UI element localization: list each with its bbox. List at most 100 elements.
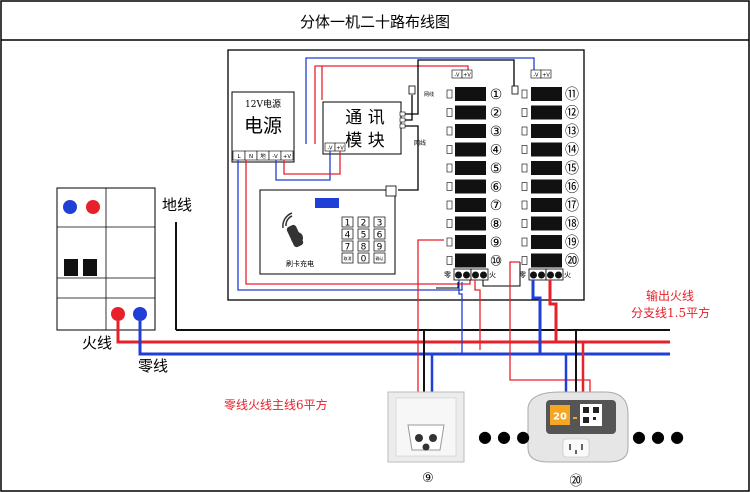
channel-indicator xyxy=(446,108,453,117)
channel-indicator xyxy=(521,200,528,210)
card-tap-icon xyxy=(282,212,304,248)
channel-module xyxy=(531,198,562,212)
keypad-key[interactable] xyxy=(341,240,354,252)
network-label-2: 网线 xyxy=(414,139,426,147)
neutral-line-label: 零线 xyxy=(138,357,168,375)
socket-display-value: 20 xyxy=(553,412,567,423)
channel-module xyxy=(531,87,562,101)
keypad-key[interactable] xyxy=(357,252,370,264)
keypad-key[interactable] xyxy=(357,228,370,240)
channel-label: ① xyxy=(490,87,503,103)
keypad-key-label: 确认 xyxy=(376,255,384,261)
channel-indicator xyxy=(446,163,453,173)
keypad-key-label: 取消 xyxy=(344,255,352,261)
keypad-key[interactable] xyxy=(373,252,386,264)
ground-line-label: 地线 xyxy=(162,196,192,214)
circuit-breaker xyxy=(56,187,156,331)
channel-label: ② xyxy=(490,106,503,122)
top-right-pos: +V xyxy=(542,73,550,79)
breaker-switch-2 xyxy=(83,259,97,276)
channel-indicator xyxy=(446,237,453,247)
keypad-key-label: 7 xyxy=(345,243,351,253)
keypad-key[interactable] xyxy=(373,240,386,252)
channel-module xyxy=(455,161,486,175)
psu-terminal-label: +V xyxy=(283,154,292,160)
channel-indicator xyxy=(521,89,528,99)
channel-indicator xyxy=(521,182,528,191)
terminal-live-right: 火 xyxy=(564,271,571,279)
channel-indicator xyxy=(521,219,528,228)
live-bus xyxy=(116,321,670,344)
psu-terminal-label: 地 xyxy=(260,152,266,160)
channel-module xyxy=(531,235,562,249)
comm-module-name-1: 通 讯 xyxy=(345,108,384,128)
keypad-key-label: 8 xyxy=(361,243,367,253)
top-left-pos: +V xyxy=(463,73,471,79)
channel-indicator xyxy=(446,145,453,154)
keypad-key-label: 3 xyxy=(377,219,383,229)
psu-terminal-label: L xyxy=(237,154,241,160)
comm-module: 通 讯 模 块 -V +V xyxy=(322,101,406,155)
keypad-key[interactable] xyxy=(357,240,370,252)
channel-indicator xyxy=(521,126,528,136)
channel-label: ③ xyxy=(490,124,503,140)
channel-indicator xyxy=(446,256,453,265)
channel-label: ⑨ xyxy=(490,235,503,251)
breaker-indicator-blue xyxy=(63,200,77,214)
top-right-neg: -V xyxy=(534,73,540,79)
diagram-title: 分体一机二十路布线图 xyxy=(300,13,450,31)
channel-module xyxy=(531,105,562,120)
psu-terminal-box xyxy=(280,150,294,161)
live-line-label: 火线 xyxy=(82,334,112,352)
channel-label: ⑩ xyxy=(490,254,503,270)
comm-pin-neg: -V xyxy=(328,146,334,152)
keypad-key-label: 5 xyxy=(361,231,367,241)
channel-module xyxy=(531,161,562,175)
channel-label: ⑱ xyxy=(565,217,579,233)
keypad-key-label: 1 xyxy=(345,219,351,229)
channel-indicator xyxy=(521,145,528,154)
keypad-key[interactable] xyxy=(357,216,370,228)
channel-label: ⑯ xyxy=(565,180,579,196)
terminal-neutral-left: 零 xyxy=(444,271,451,279)
channel-module xyxy=(531,253,562,268)
channel-indicator xyxy=(446,182,453,191)
channel-indicator xyxy=(521,256,528,265)
card-reader-display xyxy=(315,198,339,208)
channel-label: ⑰ xyxy=(565,198,579,214)
breaker-neutral-terminal xyxy=(133,307,147,321)
channel-module xyxy=(455,124,486,138)
channel-label: ⑪ xyxy=(565,87,579,103)
keypad-key[interactable] xyxy=(373,228,386,240)
main-line-spec: 零线火线主线6平方 xyxy=(224,397,328,412)
bottom-terminals: 零 火 零 火 xyxy=(444,268,571,281)
channel-label: ⑤ xyxy=(490,161,503,177)
channel-module xyxy=(531,179,562,194)
branch-spec-label: 分支线1.5平方 xyxy=(631,305,710,320)
card-reader-label: 刷卡充电 xyxy=(286,259,314,268)
channel-module xyxy=(455,235,486,249)
channel-indicator xyxy=(521,108,528,117)
channel-label: ⑬ xyxy=(565,124,579,140)
comm-module-name-2: 模 块 xyxy=(345,131,384,151)
keypad-key[interactable] xyxy=(341,228,354,240)
socket-20-label: ⑳ xyxy=(569,474,582,489)
channel-module xyxy=(455,216,486,231)
channel-module xyxy=(455,253,486,268)
keypad-key[interactable] xyxy=(341,252,354,264)
channel-label: ⑮ xyxy=(565,161,579,177)
terminal-live-left: 火 xyxy=(489,271,496,279)
keypad-key[interactable] xyxy=(373,216,386,228)
breaker-live-terminal xyxy=(111,307,125,321)
keypad-key[interactable] xyxy=(341,216,354,228)
ellipsis-right: ● ● ● xyxy=(632,427,684,446)
keypad-key-label: 2 xyxy=(361,219,367,229)
channel-module xyxy=(455,198,486,212)
power-supply-name: 电源 xyxy=(244,115,282,137)
